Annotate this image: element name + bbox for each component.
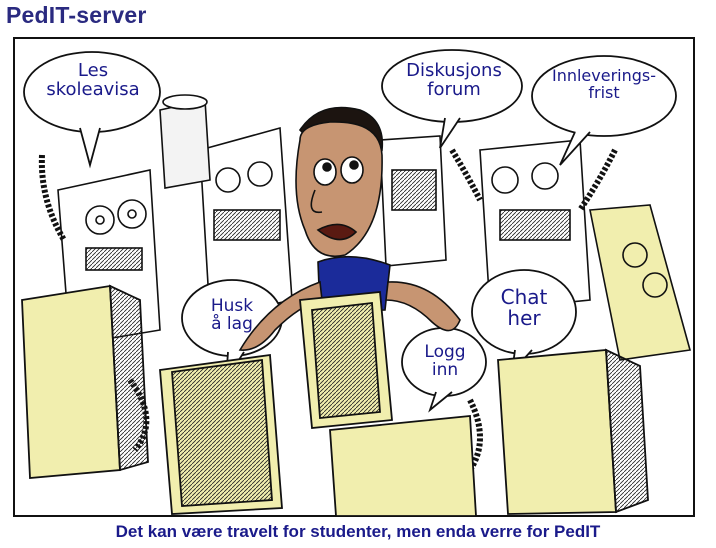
tape-reel-icon (215, 167, 241, 193)
computer-terminal-right (497, 348, 649, 515)
computer-terminal-front (329, 415, 477, 517)
bubble-husk-text: Husk å lag (210, 296, 254, 334)
bubble-innlevering-text: Innleverings- frist (551, 66, 657, 102)
tape-reel-icon (117, 199, 147, 229)
bubble-diskusjon-text: Diskusjons forum (406, 60, 502, 100)
mainframe-cabinet-back (379, 135, 447, 267)
man-right-arm (385, 281, 461, 332)
speech-bubble-innlevering (531, 55, 677, 166)
caption: Det kan være travelt for studenter, men … (115, 522, 601, 541)
tape-reel-icon (531, 162, 559, 190)
computer-terminal-center-left (159, 353, 283, 515)
bubble-les-text: Les skoleavisa (46, 60, 140, 100)
computer-terminal-center (299, 291, 393, 429)
speech-bubble-diskusjon (381, 49, 523, 149)
bubble-logg-text: Logg inn (424, 342, 466, 380)
speech-bubble-les (23, 51, 161, 169)
mainframe-cabinet-right (479, 139, 692, 361)
page-title: PedIT-server (6, 2, 147, 28)
tape-reel-icon (247, 161, 273, 187)
bubble-chat-text: Chat her (500, 285, 548, 330)
mainframe-cabinet-center (159, 94, 293, 319)
tape-reel-icon (491, 166, 519, 194)
speech-bubble-logg (401, 327, 487, 413)
tape-reel-icon (85, 205, 115, 235)
man-head (295, 121, 383, 257)
computer-terminal-left (21, 284, 149, 479)
